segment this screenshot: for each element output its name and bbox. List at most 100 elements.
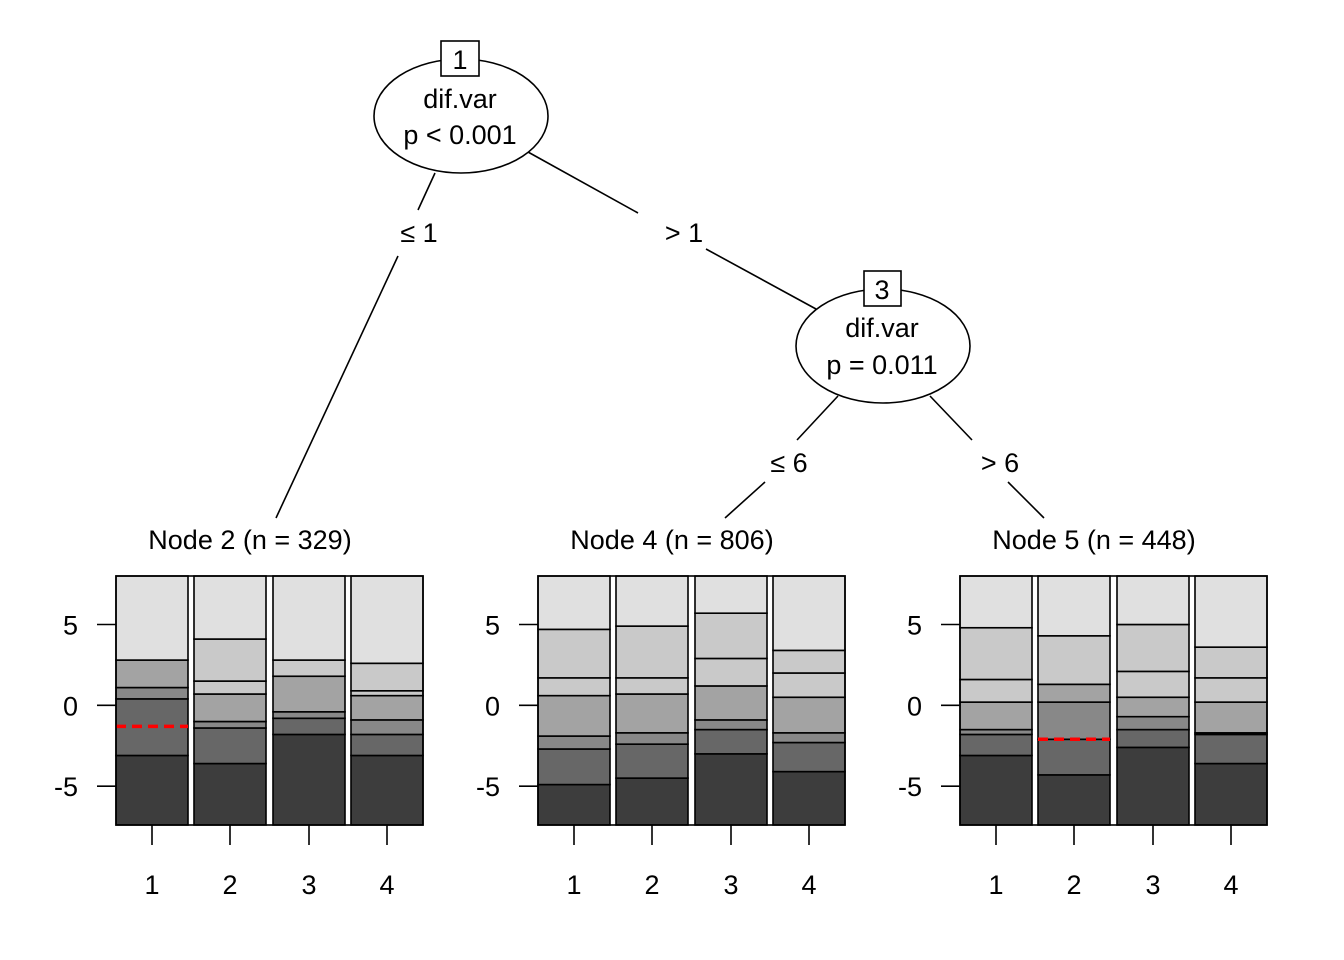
bar-segment: [537, 575, 611, 631]
bar-segment: [1037, 701, 1111, 741]
edge-label-3-4: ≤ 6: [770, 448, 807, 478]
bar-segment: [1116, 696, 1190, 718]
bar-segment: [537, 677, 611, 697]
bar-segment: [350, 694, 424, 721]
bar-segment: [1194, 575, 1268, 648]
bar-segment: [115, 575, 189, 661]
bar-segment: [115, 686, 189, 700]
bar-segment: [193, 762, 267, 826]
bar-segment: [193, 680, 267, 695]
y-tick-label: 5: [485, 611, 500, 641]
bar-segment: [615, 777, 689, 826]
bar-segment: [1116, 575, 1190, 626]
terminal-node-5-title: Node 5 (n = 448): [992, 525, 1195, 555]
bar-segment: [537, 748, 611, 786]
node-3-id-box: [863, 270, 902, 307]
bar-segment: [615, 732, 689, 745]
inner-node-3: 3 dif.var p = 0.011: [795, 270, 971, 404]
y-tick-label: 0: [907, 691, 922, 721]
terminal-node-4-title: Node 4 (n = 806): [570, 525, 773, 555]
bar-segment: [1194, 762, 1268, 826]
bar-segment: [1194, 701, 1268, 734]
node-3-id: 3: [874, 275, 889, 305]
bar-segment: [694, 612, 768, 660]
bar-segment: [350, 662, 424, 692]
bar-segment: [1116, 670, 1190, 699]
bar-segment: [350, 733, 424, 757]
x-tick-label: 4: [801, 870, 816, 900]
edge-label-1-2: ≤ 1: [400, 218, 437, 248]
node-1-variable: dif.var: [423, 84, 497, 114]
bar-segment: [193, 720, 267, 729]
bar-segment: [272, 575, 346, 661]
edge-3-5-lower: [1007, 481, 1045, 519]
y-tick-label: -5: [54, 772, 78, 802]
bar-segment: [350, 719, 424, 736]
bar-segment: [772, 575, 846, 652]
bar-segment: [1194, 733, 1268, 765]
edge-1-2-upper: [417, 172, 436, 211]
bar-segment: [115, 659, 189, 689]
x-tick-label: 2: [644, 870, 659, 900]
edge-1-3-upper: [527, 151, 639, 214]
node-1-id: 1: [452, 45, 467, 75]
bar-segment: [1116, 623, 1190, 673]
bar-segment: [615, 677, 689, 695]
bar-segment: [350, 575, 424, 665]
panel-frame: [537, 575, 846, 826]
y-tick-label: 5: [63, 611, 78, 641]
bar-segment: [959, 626, 1033, 681]
edge-1-3-lower: [705, 248, 817, 310]
bar-segment: [1037, 683, 1111, 703]
bar-segment: [537, 628, 611, 679]
edge-1-2-lower: [275, 255, 399, 519]
node-3-variable: dif.var: [845, 313, 919, 343]
bar-segment: [537, 783, 611, 826]
y-tick-label: -5: [898, 772, 922, 802]
bar-segment: [772, 672, 846, 699]
x-tick-label: 3: [723, 870, 738, 900]
bar-segment: [694, 753, 768, 826]
terminal-node-2-title: Node 2 (n = 329): [148, 525, 351, 555]
y-tick-label: 5: [907, 611, 922, 641]
bar-segment: [615, 693, 689, 734]
bar-segment: [193, 693, 267, 723]
panel-frame: [959, 575, 1268, 826]
bar-segment: [272, 733, 346, 826]
node-3-pvalue: p = 0.011: [826, 350, 937, 380]
bar-segment: [772, 770, 846, 826]
bar-segment: [615, 575, 689, 627]
bar-segment: [694, 728, 768, 755]
x-tick-label: 1: [988, 870, 1003, 900]
bar-segment: [272, 711, 346, 720]
bar-segment: [959, 733, 1033, 757]
bar-segment: [1037, 635, 1111, 686]
bar-segment: [694, 719, 768, 731]
bar-segment: [193, 638, 267, 682]
node-1-id-box: [440, 40, 480, 77]
bar-segment: [959, 754, 1033, 826]
bar-segment: [959, 575, 1033, 629]
y-tick-label: 0: [63, 691, 78, 721]
bar-segment: [772, 696, 846, 734]
bar-segment: [1037, 575, 1111, 637]
bar-segment: [772, 649, 846, 674]
tree-edges: [275, 151, 1045, 519]
x-tick-label: 2: [222, 870, 237, 900]
edge-label-3-5: > 6: [981, 448, 1019, 478]
x-tick-label: 4: [379, 870, 394, 900]
bar-segment: [1116, 746, 1190, 826]
bar-segment: [1116, 715, 1190, 731]
bar-segment: [1037, 738, 1111, 776]
node-1-pvalue: p < 0.001: [403, 120, 516, 150]
bar-segment: [537, 694, 611, 737]
bar-segment: [350, 754, 424, 826]
x-tick-label: 1: [144, 870, 159, 900]
x-tick-label: 4: [1223, 870, 1238, 900]
bar-segment: [272, 717, 346, 736]
x-tick-label: 3: [301, 870, 316, 900]
